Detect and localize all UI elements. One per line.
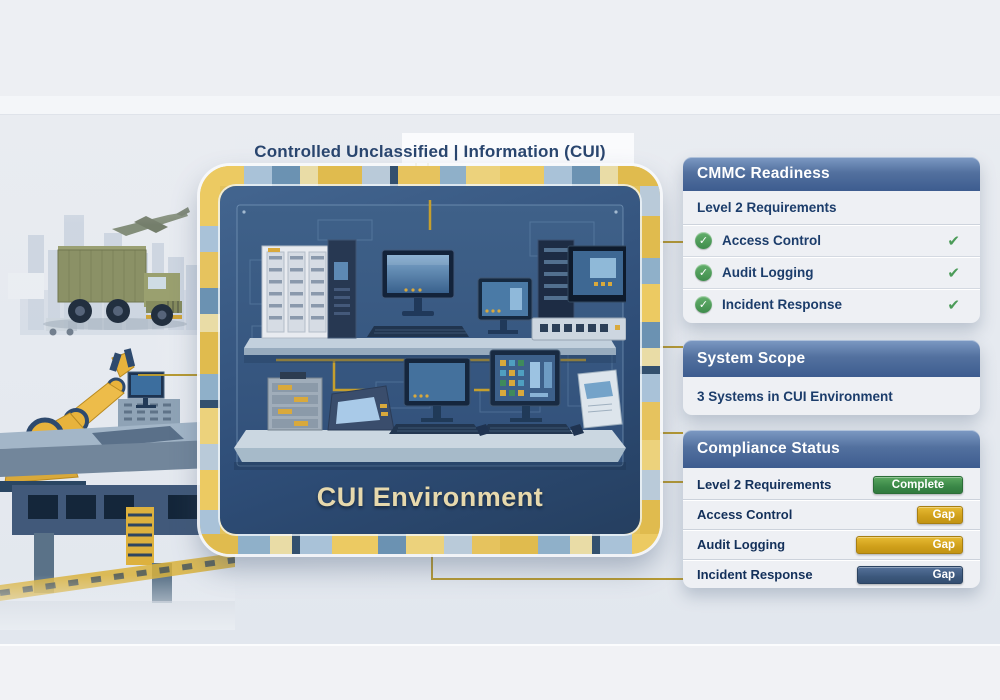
desktop-monitor-2 <box>477 277 533 334</box>
compliance-label: Audit Logging <box>697 537 786 552</box>
status-badge-gap: Gap <box>856 535 963 554</box>
check-circle-icon: ✓ <box>695 264 712 281</box>
cmmc-readiness-header: CMMC Readiness <box>683 157 980 191</box>
page-title: Controlled Unclassified | Information (C… <box>254 142 606 161</box>
compliance-row-level2: Level 2 Requirements Complete <box>683 470 980 500</box>
compliance-row-audit-logging: Audit Logging Gap <box>683 530 980 560</box>
connector-readiness <box>659 241 683 243</box>
bottom-desk <box>234 430 626 470</box>
readiness-label: Incident Response <box>722 297 843 312</box>
compliance-status-header: Compliance Status <box>683 430 980 468</box>
cmmc-readiness-card: CMMC Readiness Level 2 Requirements ✓ Ac… <box>683 157 980 323</box>
status-badge-complete: Complete <box>873 475 963 494</box>
readiness-subtitle: Level 2 Requirements <box>683 191 980 225</box>
check-icon: ✔ <box>947 264 960 282</box>
cui-panel-interior: CUI Environment <box>220 186 640 534</box>
compliance-status-card: Compliance Status Level 2 Requirements C… <box>683 430 980 588</box>
compliance-row-incident-response: Incident Response Gap <box>683 560 980 589</box>
background-band-bottom <box>0 644 1000 700</box>
connector-bottom-vertical <box>431 554 433 580</box>
mosaic-border-top <box>200 166 660 186</box>
cui-equipment-illustration <box>234 200 626 470</box>
app-grid <box>500 360 524 396</box>
desktop-monitor-4 <box>481 349 573 434</box>
mosaic-border-left <box>200 186 220 534</box>
connector-compliance <box>659 432 683 434</box>
readiness-row-incident-response: ✓ Incident Response ✔ <box>683 289 980 320</box>
compliance-row-access-control: Access Control Gap <box>683 500 980 530</box>
check-circle-icon: ✓ <box>695 232 712 249</box>
server-rack <box>261 239 357 339</box>
status-badge-gap: Gap <box>857 565 963 584</box>
title-highlight <box>402 133 634 165</box>
mosaic-border-bottom <box>200 534 660 554</box>
system-scope-body: 3 Systems in CUI Environment <box>697 388 893 404</box>
disk-box <box>577 369 623 429</box>
readiness-label: Access Control <box>722 233 822 248</box>
keyboard-3 <box>389 424 481 434</box>
workstation-monitor <box>118 371 180 427</box>
desktop-monitor-3 <box>389 357 481 434</box>
connector-bottom-horizontal <box>431 578 684 580</box>
system-scope-header: System Scope <box>683 340 980 377</box>
check-circle-icon: ✓ <box>695 296 712 313</box>
compliance-label: Access Control <box>697 507 793 522</box>
connector-scope <box>659 346 683 348</box>
readiness-row-audit-logging: ✓ Audit Logging ✔ <box>683 257 980 289</box>
readiness-row-access-control: ✓ Access Control ✔ <box>683 225 980 257</box>
compliance-rows: Level 2 Requirements Complete Access Con… <box>683 468 980 591</box>
mouse-1 <box>476 424 490 436</box>
card-terminal <box>327 385 395 431</box>
connector-compliance-row <box>650 481 683 483</box>
readiness-label: Audit Logging <box>722 265 814 280</box>
mouse-2 <box>570 424 584 436</box>
status-badge-gap: Gap <box>917 505 963 524</box>
check-icon: ✔ <box>947 296 960 314</box>
desktop-monitor-1 <box>367 249 469 337</box>
cui-environment-panel: CUI Environment <box>200 166 660 554</box>
military-truck <box>43 246 187 330</box>
background-band-top <box>0 0 1000 96</box>
compliance-label: Level 2 Requirements <box>697 477 832 492</box>
rack-device <box>531 317 626 341</box>
keyboard-1 <box>367 326 469 337</box>
check-icon: ✔ <box>947 232 960 250</box>
connector-left <box>138 374 236 376</box>
cui-environment-label: CUI Environment <box>316 481 544 512</box>
system-scope-card: System Scope 3 Systems in CUI Environmen… <box>683 340 980 415</box>
background-band-top-light <box>0 96 1000 115</box>
drawer-stack <box>267 372 323 431</box>
small-truck <box>46 318 77 336</box>
keyboard-4 <box>481 424 573 434</box>
compliance-label: Incident Response <box>697 567 813 582</box>
industrial-scene-illustration <box>0 115 235 630</box>
mosaic-border-right <box>640 186 660 534</box>
